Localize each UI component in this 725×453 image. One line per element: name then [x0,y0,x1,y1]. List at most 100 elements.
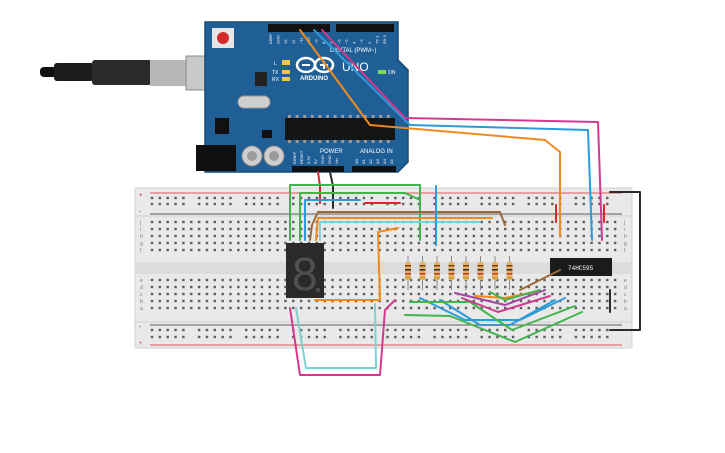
breadboard-hole[interactable] [150,220,154,224]
breadboard-hole[interactable] [213,234,216,238]
rail-hole[interactable] [511,202,515,206]
breadboard-hole[interactable] [535,285,538,289]
rail-hole[interactable] [260,196,264,200]
rail-hole[interactable] [229,202,232,206]
breadboard-hole[interactable] [245,227,248,231]
rail-hole[interactable] [292,196,295,200]
breadboard-hole[interactable] [213,299,216,303]
breadboard-hole[interactable] [425,306,428,310]
breadboard-hole[interactable] [190,299,193,303]
breadboard-hole[interactable] [598,278,601,282]
breadboard-hole[interactable] [574,234,578,238]
breadboard-hole[interactable] [237,227,240,231]
breadboard-hole[interactable] [307,220,311,224]
breadboard-hole[interactable] [260,248,264,252]
breadboard-hole[interactable] [213,241,216,245]
breadboard-hole[interactable] [158,278,162,282]
breadboard-hole[interactable] [496,278,499,282]
breadboard-hole[interactable] [613,234,617,238]
rail-hole[interactable] [292,202,295,206]
rail-hole[interactable] [307,328,311,332]
rail-hole[interactable] [606,202,609,206]
breadboard-hole[interactable] [182,227,185,231]
breadboard-hole[interactable] [158,285,162,289]
breadboard-hole[interactable] [464,234,468,238]
breadboard-hole[interactable] [606,299,609,303]
breadboard-hole[interactable] [378,234,381,238]
breadboard-hole[interactable] [394,234,397,238]
wires[interactable] [289,29,641,376]
breadboard-hole[interactable] [213,248,216,252]
breadboard-hole[interactable] [402,241,405,245]
breadboard-hole[interactable] [354,306,358,310]
breadboard-hole[interactable] [166,248,169,252]
rail-hole[interactable] [205,328,209,332]
rail-hole[interactable] [409,328,413,332]
breadboard-hole[interactable] [268,234,271,238]
breadboard-hole[interactable] [551,278,554,282]
rail-hole[interactable] [166,196,169,200]
breadboard-hole[interactable] [535,278,538,282]
rail-hole[interactable] [574,335,578,339]
breadboard-hole[interactable] [511,220,515,224]
rail-hole[interactable] [449,328,452,332]
rail-hole[interactable] [598,328,601,332]
breadboard-hole[interactable] [221,248,224,252]
breadboard-hole[interactable] [299,306,303,310]
breadboard-hole[interactable] [190,241,193,245]
breadboard-hole[interactable] [433,234,436,238]
breadboard-hole[interactable] [574,292,578,296]
breadboard-hole[interactable] [409,248,413,252]
breadboard-hole[interactable] [354,292,358,296]
breadboard-hole[interactable] [386,227,389,231]
breadboard-hole[interactable] [362,292,366,296]
breadboard-hole[interactable] [260,234,264,238]
rail-hole[interactable] [441,335,444,339]
rail-hole[interactable] [409,196,413,200]
rail-hole[interactable] [606,196,609,200]
breadboard-hole[interactable] [158,234,162,238]
breadboard-hole[interactable] [613,278,617,282]
breadboard-hole[interactable] [260,278,264,282]
breadboard-hole[interactable] [527,234,530,238]
breadboard-hole[interactable] [488,220,491,224]
breadboard-hole[interactable] [362,241,366,245]
rail-hole[interactable] [551,196,554,200]
rail-hole[interactable] [213,328,216,332]
breadboard-hole[interactable] [182,241,185,245]
breadboard-hole[interactable] [158,306,162,310]
breadboard-hole[interactable] [237,234,240,238]
breadboard-hole[interactable] [347,306,350,310]
breadboard-hole[interactable] [158,299,162,303]
breadboard-hole[interactable] [182,248,185,252]
rail-hole[interactable] [417,328,421,332]
breadboard-hole[interactable] [292,234,295,238]
breadboard-hole[interactable] [480,292,483,296]
breadboard-hole[interactable] [598,227,601,231]
rail-hole[interactable] [394,196,397,200]
rail-hole[interactable] [543,328,546,332]
breadboard-hole[interactable] [190,285,193,289]
breadboard-hole[interactable] [260,292,264,296]
rail-hole[interactable] [252,196,256,200]
rail-hole[interactable] [394,328,397,332]
breadboard-hole[interactable] [535,234,538,238]
breadboard-hole[interactable] [441,227,444,231]
rail-hole[interactable] [221,202,224,206]
breadboard-hole[interactable] [527,299,530,303]
rail-hole[interactable] [268,202,271,206]
breadboard-hole[interactable] [527,248,530,252]
breadboard-hole[interactable] [229,241,232,245]
breadboard-hole[interactable] [598,248,601,252]
breadboard-hole[interactable] [559,248,562,252]
rail-hole[interactable] [150,328,154,332]
rail-hole[interactable] [480,335,483,339]
breadboard-hole[interactable] [284,234,287,238]
breadboard-hole[interactable] [613,299,617,303]
breadboard-hole[interactable] [150,234,154,238]
rail-hole[interactable] [339,196,342,200]
breadboard-hole[interactable] [182,299,185,303]
resistor-array[interactable] [405,256,513,290]
breadboard-hole[interactable] [559,306,562,310]
